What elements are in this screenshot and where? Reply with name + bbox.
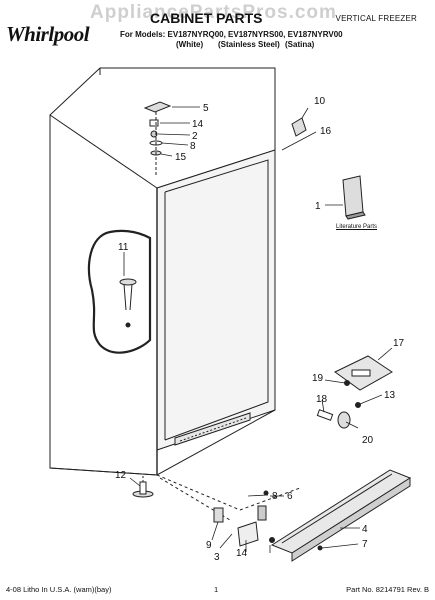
variant-stainless: (Stainless Steel) — [218, 40, 280, 49]
callout-11: 11 — [118, 242, 129, 253]
callout-1: 1 — [315, 201, 321, 212]
callout-15: 15 — [175, 152, 187, 163]
toe-grille — [270, 469, 412, 562]
footer-page-number: 1 — [214, 585, 219, 594]
callout-18: 18 — [316, 394, 328, 405]
liner-outline — [88, 229, 152, 354]
callout-8b: 8 — [272, 491, 278, 502]
callout-16: 16 — [320, 126, 332, 137]
page-title: CABINET PARTS — [150, 10, 263, 26]
variant-satina: (Satina) — [285, 40, 315, 49]
callout-9: 9 — [206, 540, 212, 551]
callout-4: 4 — [362, 524, 368, 535]
callout-6: 6 — [287, 491, 293, 502]
drain-tube — [119, 278, 137, 328]
callout-7: 7 — [362, 539, 368, 550]
callout-8a: 8 — [190, 141, 196, 152]
leveling-leg — [132, 476, 154, 498]
literature-parts-label: Literature Parts — [336, 224, 378, 230]
bottom-hinge-bracket — [316, 355, 393, 429]
callout-10: 10 — [314, 96, 326, 107]
variant-white: (White) — [176, 40, 204, 49]
callout-3: 3 — [214, 552, 220, 563]
models-line: For Models: EV187NYRQ00, EV187NYRS00, EV… — [120, 30, 343, 39]
watermark: AppliancePartsPros.com — [90, 2, 337, 23]
callout-13: 13 — [384, 390, 396, 401]
brand-logo: Whirlpool — [6, 22, 90, 46]
footer-part-number: Part No. 8214791 Rev. B — [346, 585, 429, 594]
callout-5: 5 — [203, 103, 209, 114]
literature-book-icon — [342, 175, 366, 220]
callout-14a: 14 — [192, 119, 204, 130]
category-label: VERTICAL FREEZER — [335, 14, 417, 23]
callout-19: 19 — [312, 373, 324, 384]
top-hinge-parts — [143, 101, 172, 175]
footer-litho: 4-08 Litho In U.S.A. (wam)(bay) — [6, 585, 112, 594]
callout-14b: 14 — [236, 548, 248, 559]
callout-20: 20 — [362, 435, 374, 446]
lower-hinge-parts — [213, 490, 275, 547]
hinge-cover-part — [291, 117, 307, 137]
leader-lines — [123, 106, 393, 553]
callout-17: 17 — [393, 338, 405, 349]
cabinet-body — [49, 67, 301, 521]
callout-12: 12 — [115, 470, 127, 481]
callout-labels: 5 14 2 8 15 10 16 1 11 17 19 13 18 20 12… — [115, 96, 405, 563]
callout-2: 2 — [192, 131, 198, 142]
